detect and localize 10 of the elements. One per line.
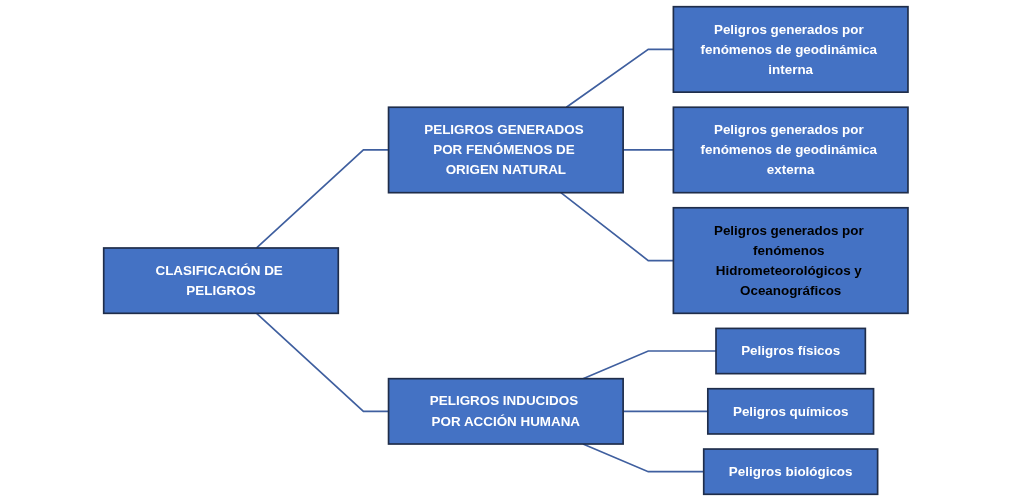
node-box: PELIGROS GENERADOS POR FENÓMENOS DE ORIGEN NATURAL xyxy=(387,106,625,194)
node-box: CLASIFICACIÓN DE PELIGROS xyxy=(103,247,340,315)
node-box: Peligros químicos xyxy=(707,387,875,435)
node-box: Peligros físicos xyxy=(715,327,867,375)
connector xyxy=(582,350,717,380)
node-box: PELIGROS INDUCIDOS POR ACCIÓN HUMANA xyxy=(387,377,625,445)
node-box: Peligros generados por fenómenos de geodinámica interna xyxy=(672,5,909,93)
node-box: Peligros generados por fenómenos Hidrometeorológicos y Oceanográficos xyxy=(672,206,909,315)
node-box: Peligros generados por fenómenos de geodinámica externa xyxy=(672,106,909,194)
node-box: Peligros biológicos xyxy=(703,448,879,496)
